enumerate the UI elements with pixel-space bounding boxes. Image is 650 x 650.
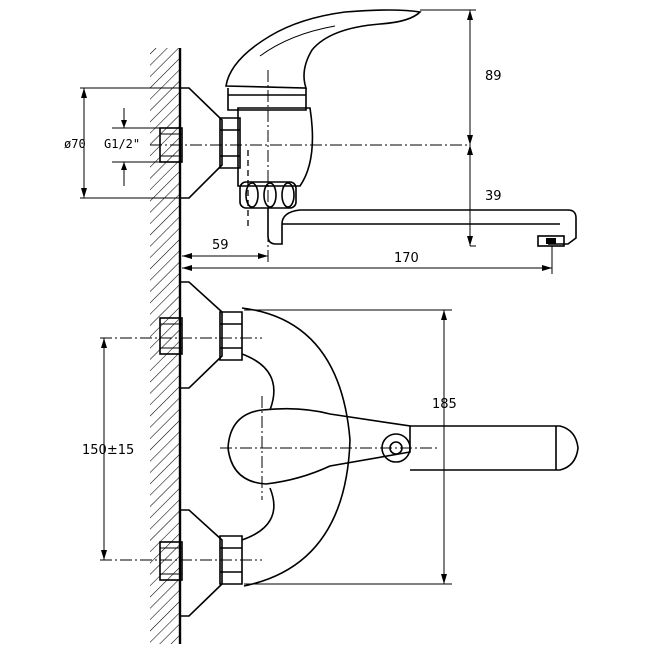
dim-spout-height: 39 xyxy=(485,189,502,204)
dim-flange-diameter: ø70 xyxy=(64,137,86,151)
dim-height-top: 89 xyxy=(485,69,502,84)
dim-thread: G1/2" xyxy=(104,137,140,151)
side-hex-nut xyxy=(219,117,241,169)
front-lower-pipe xyxy=(159,541,183,581)
front-lower-nut xyxy=(219,535,243,585)
side-body xyxy=(237,107,314,187)
dim-height-185: 185 xyxy=(432,397,457,412)
side-lever xyxy=(225,9,422,89)
front-upper-flange xyxy=(180,281,223,389)
front-view xyxy=(100,281,579,617)
side-spout xyxy=(267,208,577,245)
side-view xyxy=(150,9,577,262)
dimensions: ø70 G1/2" 89 39 59 170 xyxy=(64,9,553,585)
front-upper-nut xyxy=(219,311,243,361)
dim-offset-59: 59 xyxy=(212,238,229,253)
side-flange xyxy=(180,87,223,199)
dim-reach-170: 170 xyxy=(394,251,419,266)
wall-hatching xyxy=(150,48,180,644)
dim-spacing: 150±15 xyxy=(82,443,134,458)
front-body-arc xyxy=(241,307,351,587)
front-lever-hub xyxy=(227,407,411,485)
front-lever-arm xyxy=(410,425,579,471)
front-upper-pipe xyxy=(159,317,183,355)
wall xyxy=(150,48,182,644)
side-collar xyxy=(227,88,307,111)
front-lower-flange xyxy=(180,509,223,617)
side-aerator xyxy=(537,235,565,247)
